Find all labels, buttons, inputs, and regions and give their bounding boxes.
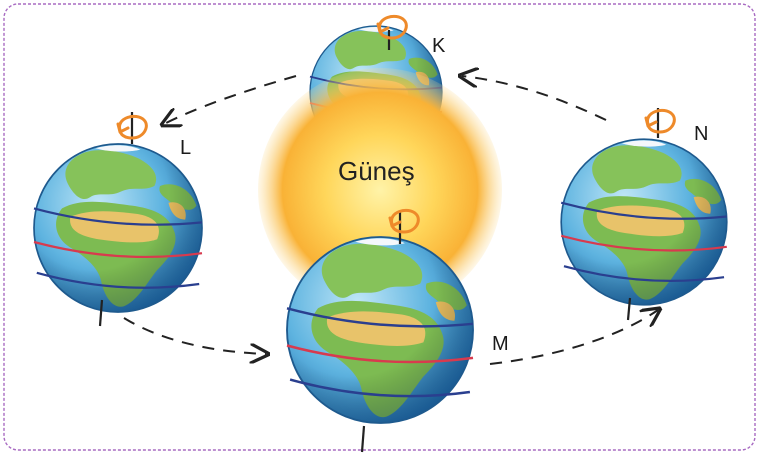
position-label-k: K (432, 35, 446, 57)
sun-icon (258, 68, 502, 312)
earth-globe-n: N (560, 108, 728, 321)
diagram-frame (3, 3, 756, 451)
position-label-n: N (694, 123, 708, 145)
position-label-m: M (492, 333, 509, 355)
orbit-path (123, 75, 658, 365)
earth-globe-l: L (32, 112, 204, 327)
position-label-l: L (180, 137, 191, 159)
orbit-arrow-icon (123, 317, 266, 354)
earth-globe-icon (285, 235, 475, 425)
earth-globe-k: K (309, 14, 446, 159)
sun-label: Güneş (338, 156, 415, 186)
sun: Güneş (258, 68, 502, 312)
orbit-arrow-icon (489, 310, 658, 365)
earth-globe-icon (32, 142, 204, 314)
rotation-arrow-icon (644, 108, 676, 134)
orbit-arrow-icon (462, 76, 607, 121)
orbit-arrow-icon (164, 75, 297, 124)
earth-globe-m: M (285, 208, 509, 453)
earth-globe-icon (560, 138, 728, 306)
